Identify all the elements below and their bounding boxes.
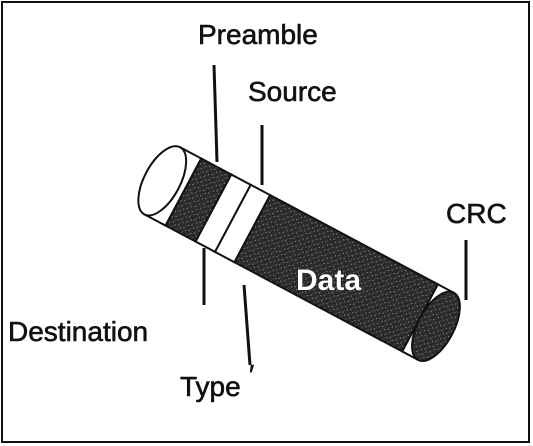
type-label-mark: ′ xyxy=(249,359,254,390)
preamble-label: Preamble xyxy=(198,19,318,50)
data-label: Data xyxy=(296,264,361,297)
preamble-leader-line xyxy=(212,64,219,163)
source-label: Source xyxy=(248,76,337,107)
destination-label: Destination xyxy=(8,316,148,347)
crc-label: CRC xyxy=(446,198,507,229)
cylinder-end-cap xyxy=(411,290,461,362)
cylinder-start-cap xyxy=(137,145,188,217)
type-label: Type xyxy=(180,371,241,402)
type-leader-line xyxy=(242,284,252,366)
